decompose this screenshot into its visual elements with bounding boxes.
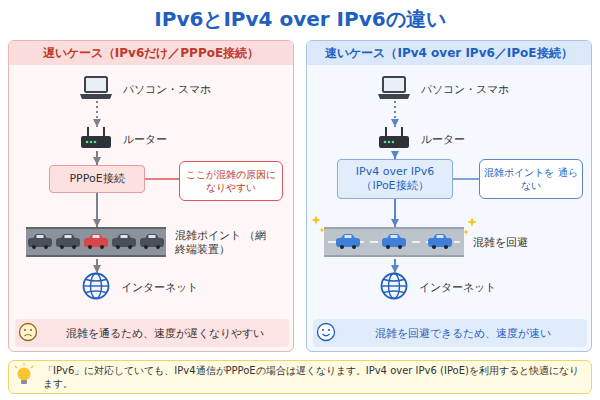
sad-face-icon (20, 324, 37, 341)
internet-node: インターネット (83, 273, 111, 301)
node-label: 混雑ポイント （網終端装置） (175, 229, 271, 258)
router-node: ルーター (379, 127, 411, 151)
result-text: 混雑を回避できるため、速度が速い (375, 326, 551, 341)
box-label: PPPoE接続 (69, 172, 124, 186)
device-node: パソコン・スマホ (379, 77, 411, 101)
callout-box: 混雑ポイントを 通らない (479, 159, 583, 199)
note-text: 「IPv6」に対応していても、IPv4通信がPPPoEの場合は遅くなります。IP… (43, 364, 583, 391)
callout-box: ここが混雑の原因に なりやすい (179, 161, 283, 201)
callout-pointer (145, 178, 179, 180)
dotted-arrow (96, 101, 98, 127)
router-icon (81, 127, 111, 148)
node-label: パソコン・スマホ (421, 82, 509, 97)
result-text: 混雑を通るため、速度が遅くなりやすい (66, 326, 264, 341)
diagram-title: IPv6とIPv4 over IPv6の違い (0, 6, 600, 32)
flow-arrow (96, 259, 98, 273)
router-icon (379, 127, 409, 148)
flow-arrow (394, 259, 396, 273)
node-label: インターネット (121, 280, 198, 295)
device-node: パソコン・スマホ (81, 77, 113, 101)
note-band: 「IPv6」に対応していても、IPv4通信がPPPoEの場合は遅くなります。IP… (8, 360, 592, 394)
flow-arrow (394, 151, 396, 159)
connection-box: IPv4 over IPv6 （IPoE接続） (337, 159, 453, 199)
internet-node: インターネット (381, 273, 409, 301)
node-label: パソコン・スマホ (123, 82, 211, 97)
flow-arrow (96, 193, 98, 227)
panel-heading: 遅いケース（IPv6だけ／PPPoE接続） (9, 41, 293, 65)
congested-road (26, 228, 166, 256)
laptop-icon (378, 77, 410, 99)
callout-pointer (453, 178, 479, 180)
clear-road (311, 215, 477, 256)
connection-box: PPPoE接続 (49, 165, 145, 193)
slow-case-panel: 遅いケース（IPv6だけ／PPPoE接続）パソコン・スマホルーターPPPoE接続… (8, 40, 294, 352)
globe-icon (382, 274, 407, 299)
node-label: ルーター (421, 132, 465, 147)
node-label: インターネット (419, 280, 496, 295)
node-label: 混雑を回避 (473, 236, 569, 250)
router-node: ルーター (81, 127, 113, 151)
fast-case-panel: 速いケース（IPv4 over IPv6／IPoE接続）パソコン・スマホルーター… (306, 40, 592, 352)
result-band: 混雑を回避できるため、速度が速い (313, 319, 587, 347)
road-node: 混雑を回避 (325, 227, 465, 259)
lightbulb-icon (15, 363, 33, 384)
panel-heading: 速いケース（IPv4 over IPv6／IPoE接続） (307, 41, 591, 65)
happy-face-icon (318, 324, 335, 341)
laptop-icon (80, 77, 112, 99)
flow-arrow (96, 151, 98, 165)
callout-text: ここが混雑の原因に なりやすい (184, 168, 278, 194)
dotted-arrow (394, 101, 396, 127)
node-label: ルーター (123, 132, 167, 147)
road-node: 混雑ポイント （網終端装置） (27, 227, 167, 259)
globe-icon (84, 274, 109, 299)
callout-text: 混雑ポイントを 通らない (484, 166, 578, 192)
flow-arrow (394, 199, 396, 227)
box-label: IPv4 over IPv6 （IPoE接続） (342, 165, 448, 194)
result-band: 混雑を通るため、速度が遅くなりやすい (15, 319, 289, 347)
